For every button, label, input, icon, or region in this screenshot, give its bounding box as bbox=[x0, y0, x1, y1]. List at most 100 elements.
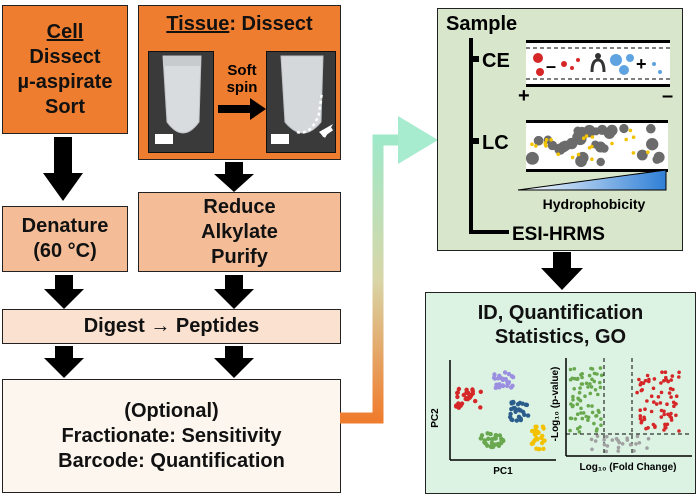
volcano-point-up bbox=[669, 378, 673, 382]
electrode-minus: – bbox=[662, 85, 673, 104]
pca-point bbox=[515, 402, 521, 407]
volcano-point-up bbox=[667, 391, 672, 395]
cell-box: Cell Dissect µ-aspirate Sort bbox=[2, 5, 128, 134]
lc-analyte bbox=[576, 152, 581, 157]
volcano-point-down bbox=[579, 372, 583, 377]
digest-label: Digest → Peptides bbox=[83, 315, 260, 337]
volcano-point-ns bbox=[645, 446, 649, 450]
volcano-point-down bbox=[586, 385, 590, 389]
ce-minus-sign: – bbox=[546, 56, 556, 76]
volcano-point-down bbox=[590, 404, 594, 408]
pca-point bbox=[486, 436, 491, 441]
volcano-point-up bbox=[662, 412, 666, 417]
volcano-point-up bbox=[637, 377, 641, 382]
lc-analyte bbox=[544, 138, 549, 142]
pca-point bbox=[485, 431, 490, 436]
volcano-point-up bbox=[669, 395, 673, 399]
volcano-point-down bbox=[589, 385, 594, 389]
volcano-point-down bbox=[590, 367, 595, 371]
volcano-point-up bbox=[640, 388, 644, 392]
pca-point bbox=[503, 377, 508, 382]
ce-plus-sign: + bbox=[636, 54, 647, 74]
volcano-point-down bbox=[575, 412, 580, 416]
lc-analyte bbox=[584, 134, 589, 138]
soft-spin-label: Soft spin bbox=[220, 62, 264, 96]
lc-analyte bbox=[581, 136, 586, 140]
volcano-point-down bbox=[587, 373, 592, 378]
volcano-point-up bbox=[654, 402, 659, 406]
pca-point bbox=[516, 414, 522, 419]
arrow-reduce-to-digest bbox=[214, 275, 254, 309]
volcano-point-up bbox=[659, 415, 664, 419]
volcano-point-up bbox=[646, 426, 650, 430]
volcano-point-down bbox=[594, 414, 599, 418]
volcano-point-ns bbox=[634, 442, 638, 446]
pca-point bbox=[540, 424, 546, 429]
volcano-point-up bbox=[665, 402, 669, 406]
sample-tree-lines bbox=[469, 38, 509, 234]
arrow-denature-to-digest bbox=[44, 275, 84, 309]
pca-x-label: PC1 bbox=[493, 466, 513, 477]
ce-label: CE bbox=[482, 50, 510, 72]
volcano-point-down bbox=[588, 382, 592, 386]
volcano-point-up bbox=[638, 416, 643, 421]
volcano-point-down bbox=[577, 430, 582, 434]
ce-capillary: – + + – bbox=[518, 40, 673, 104]
volcano-point-up bbox=[677, 370, 681, 375]
lc-analyte bbox=[587, 146, 592, 150]
pca-point bbox=[540, 433, 545, 439]
volcano-point-down bbox=[592, 379, 597, 384]
lc-analyte bbox=[534, 144, 538, 148]
volcano-point-down bbox=[599, 373, 604, 378]
volcano-point-down bbox=[586, 415, 591, 420]
volcano-point-ns bbox=[616, 449, 620, 453]
lc-analyte bbox=[631, 135, 636, 139]
volcano-point-down bbox=[572, 387, 576, 391]
volcano-point-down bbox=[578, 425, 582, 429]
lc-label: LC bbox=[482, 132, 509, 154]
tube-after-graphic bbox=[267, 52, 335, 152]
pca-point bbox=[542, 438, 547, 443]
volcano-point-up bbox=[671, 400, 676, 405]
pca-point bbox=[478, 405, 483, 410]
volcano-point-down bbox=[583, 394, 587, 398]
lc-bead bbox=[652, 155, 662, 164]
lc-bead bbox=[573, 126, 583, 136]
volcano-point-ns bbox=[616, 445, 621, 450]
volcano-point-down bbox=[595, 372, 599, 376]
pca-point bbox=[478, 389, 483, 394]
volcano-point-down bbox=[586, 404, 591, 408]
volcano-point-down bbox=[571, 394, 575, 399]
volcano-point-down bbox=[598, 380, 602, 385]
tube-before-graphic bbox=[149, 52, 213, 152]
volcano-point-ns bbox=[620, 442, 625, 446]
optional-fractionate: Fractionate: Sensitivity bbox=[61, 424, 282, 447]
pca-point bbox=[533, 427, 538, 432]
pca-point bbox=[455, 390, 460, 395]
volcano-point-ns bbox=[590, 447, 594, 452]
volcano-point-ns bbox=[646, 437, 651, 441]
pca-point bbox=[533, 431, 538, 437]
volcano-point-down bbox=[578, 398, 583, 403]
volcano-plot: -Log₁₀ (p-value) Log₁₀ (Fold Change) bbox=[550, 358, 692, 473]
volcano-point-down bbox=[586, 418, 590, 422]
volcano-point-down bbox=[579, 382, 584, 386]
pca-point bbox=[463, 396, 468, 402]
volcano-point-down bbox=[572, 367, 577, 371]
lc-analyte bbox=[624, 137, 628, 142]
pca-y-label: PC2 bbox=[430, 408, 441, 428]
volcano-point-up bbox=[669, 411, 673, 416]
pca-point bbox=[491, 375, 497, 380]
soft-label: Soft bbox=[227, 62, 257, 79]
pca-point bbox=[489, 440, 495, 445]
pca-point bbox=[454, 404, 459, 409]
pca-point bbox=[511, 405, 516, 411]
volcano-point-down bbox=[576, 376, 580, 381]
volcano-point-down bbox=[588, 391, 593, 396]
volcano-point-up bbox=[677, 429, 681, 433]
volcano-point-up bbox=[663, 370, 668, 374]
pca-point bbox=[525, 413, 531, 418]
lc-bead bbox=[573, 132, 587, 146]
volcano-point-ns bbox=[610, 438, 615, 442]
pca-point bbox=[479, 433, 485, 438]
